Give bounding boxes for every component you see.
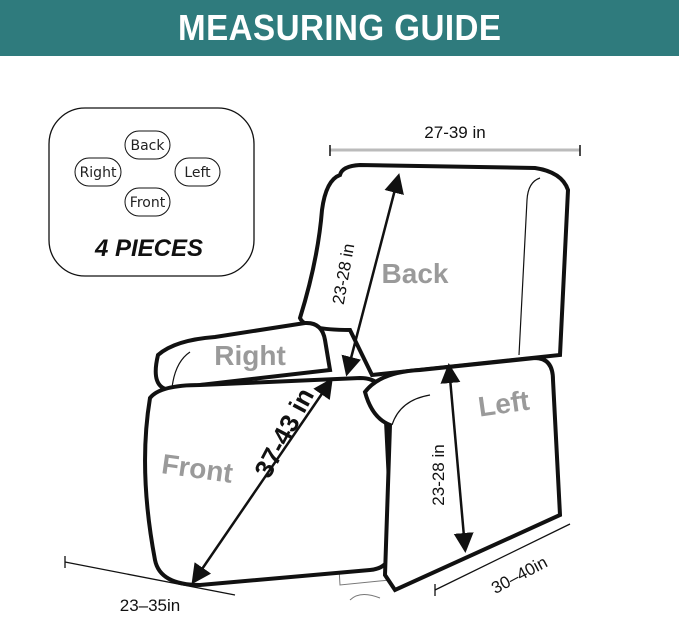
page-title: MEASURING GUIDE [177,7,502,48]
label-right: Right [214,340,286,371]
legend-pill-front: Front [124,187,171,217]
back-width-label: 27-39 in [424,123,485,142]
legend-pill-front-label: Front [130,195,166,211]
legend-pill-back: Back [124,130,171,160]
legend-pill-left: Left [174,157,221,187]
left-arm-outline [362,355,563,593]
right-arm-outline [153,320,333,393]
legend-pill-back-label: Back [131,138,166,154]
label-back: Back [382,258,449,289]
left-height-label: 23-28 in [429,444,448,505]
front-width-label: 23–35in [120,596,181,615]
dimension-front-width: 23–35in [64,556,236,615]
legend-pill-right-label: Right [80,165,117,181]
dimension-left-height: 23-28 in [429,363,474,553]
legend-pill-left-label: Left [184,165,211,181]
pieces-legend-box: Back Right Left Front 4 PIECES [48,107,255,277]
dimension-back-width: 27-39 in [329,123,581,156]
legend-pill-right: Right [74,157,122,187]
label-left: Left [476,385,531,423]
header-banner: MEASURING GUIDE [0,0,679,56]
pieces-caption: 4 PIECES [94,235,203,262]
